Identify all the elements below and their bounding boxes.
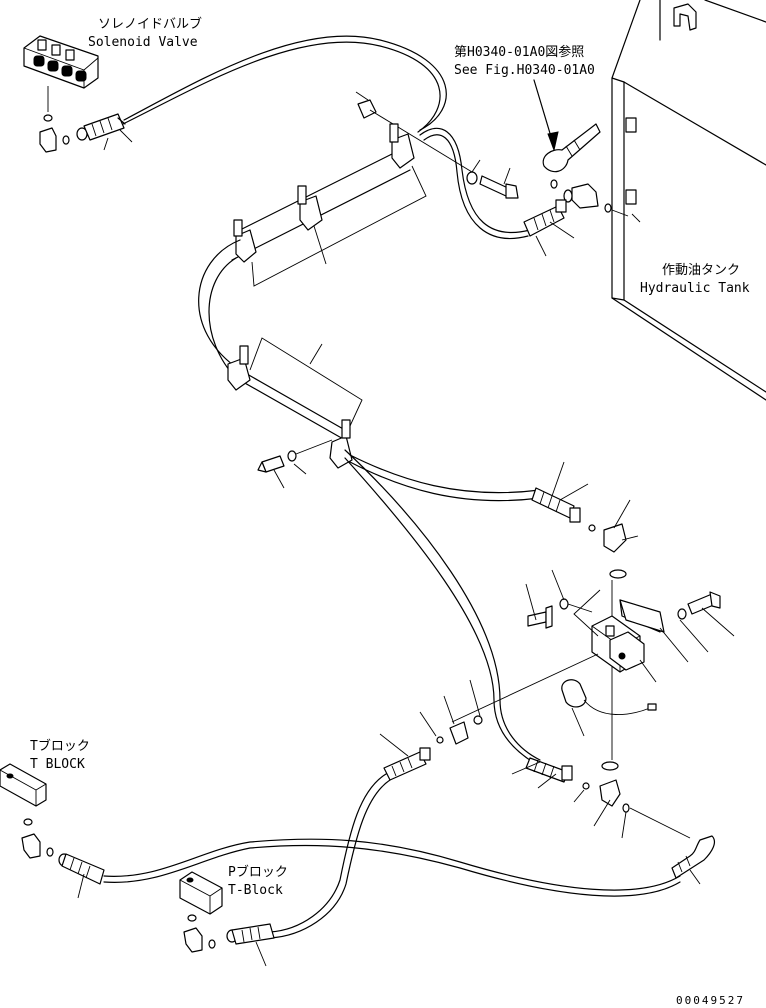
- upper-clamp-assembly: [231, 123, 427, 287]
- hose-solenoid-to-tank: [123, 35, 447, 131]
- elbow-fitting-right: [671, 835, 716, 885]
- t-block-label-en: T BLOCK: [30, 757, 85, 772]
- block-fittings-left: [419, 679, 483, 745]
- block-hose-fitting-lower: [511, 757, 691, 839]
- block-hose-fitting-upper: [531, 461, 639, 553]
- tank-hose-fitting: [523, 199, 575, 257]
- middle-clamp-assembly: [227, 337, 363, 489]
- hose-block-to-tblock: [269, 733, 431, 939]
- hose-middle-to-block: [349, 454, 541, 494]
- hose-lower-long: [103, 838, 681, 891]
- p-block-label-en: T-Block: [228, 883, 283, 898]
- hose-clamp-to-tank: [419, 127, 531, 234]
- see-fig-label-en: See Fig.H0340-01A0: [454, 63, 595, 78]
- see-fig-label-jp: 第H0340-01A0図参照: [454, 44, 584, 60]
- drawing-code: 00049527: [676, 994, 745, 1007]
- hydraulic-tank-label-en: Hydraulic Tank: [640, 281, 750, 296]
- hose-fitting-solenoid: [83, 113, 133, 151]
- solenoid-valve-label-jp: ソレノイドバルブ: [98, 16, 202, 32]
- center-block: [451, 569, 735, 760]
- solenoid-valve-label-en: Solenoid Valve: [88, 35, 198, 50]
- solenoid-valve: ソレノイドバルブ Solenoid Valve: [23, 16, 202, 153]
- hose-main-loop: [198, 239, 346, 431]
- clamp-bolt-top: [355, 91, 519, 199]
- p-block: Pブロック T-Block: [179, 864, 288, 967]
- see-fig-reference: 第H0340-01A0図参照 See Fig.H0340-01A0: [454, 44, 595, 152]
- t-block: Tブロック T BLOCK: [0, 738, 105, 899]
- hydraulic-tank: 作動油タンク Hydraulic Tank: [611, 0, 766, 401]
- p-block-label-jp: Pブロック: [228, 864, 288, 880]
- hose-vertical-center: [344, 449, 541, 761]
- tank-return-hose: [542, 123, 641, 223]
- hydraulic-tank-label-jp: 作動油タンク: [662, 263, 740, 278]
- t-block-label-jp: Tブロック: [30, 738, 90, 754]
